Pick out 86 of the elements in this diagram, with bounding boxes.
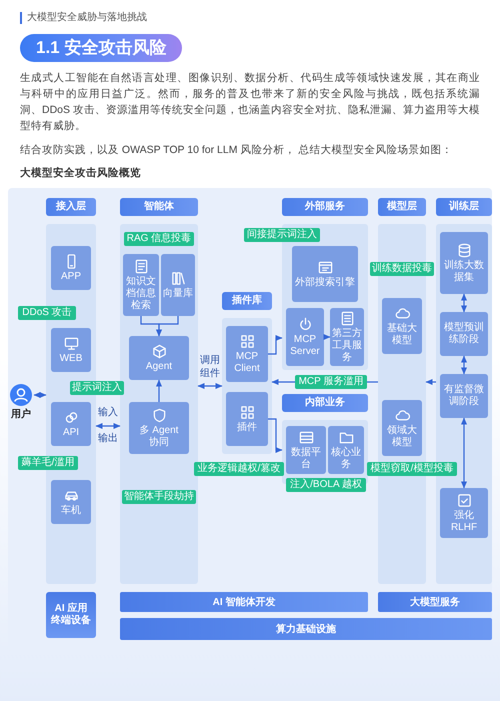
component-box — [226, 392, 268, 446]
box-label: APP — [60, 270, 81, 282]
section-title: 1.1 安全攻击风险 — [20, 34, 182, 62]
paragraph: 生成式人工智能在自然语言处理、图像识别、数据分析、代码生成等领域快速发展，其在商业与科研中的应用日益广泛。然而，服务的普及也带来了新的安全风险与挑战，既包括系统漏洞、DDoS 攻击、资源滥用等传统安全问题，也涵盖内容安全对抗、隐私泄漏、算力盗用等大模型特有威胁。 — [20, 71, 480, 134]
component-box — [328, 426, 364, 474]
box-label: 多 Agent 协同 — [138, 424, 180, 448]
component-box — [382, 298, 422, 354]
risk-tag: 薅羊毛/滥用 — [18, 456, 78, 470]
column-header: 训练层 — [436, 198, 492, 216]
component-box — [226, 326, 268, 382]
layer-bar: 大模型服务 — [378, 592, 492, 612]
component-box — [292, 246, 358, 302]
component-box — [51, 246, 91, 290]
double-arrow — [198, 383, 222, 389]
arrow — [268, 418, 282, 453]
risk-tag: 注入/BOLA 越权 — [286, 478, 366, 492]
arrow — [426, 379, 436, 385]
figure-title: 大模型安全攻击风险概览 — [20, 166, 141, 180]
box-label: 第三方工具服务 — [332, 328, 362, 364]
column-header: 接入层 — [46, 198, 96, 216]
box-label: 训练大数据集 — [443, 260, 485, 284]
box-label: Agent — [146, 360, 172, 372]
box-label: 核心业务 — [330, 446, 362, 470]
box-label: 领域大模型 — [386, 424, 418, 448]
component-box — [382, 400, 422, 456]
double-arrow — [34, 392, 46, 398]
component-box — [51, 328, 91, 372]
box-label: WEB — [60, 352, 82, 364]
risk-tag: 业务逻辑越权/篡改 — [194, 462, 284, 476]
component-box — [440, 488, 488, 538]
double-arrow — [461, 294, 467, 312]
double-arrow — [461, 418, 467, 488]
box-label: 向量库 — [163, 288, 193, 300]
box-label: MCP Client — [233, 350, 261, 374]
component-box — [440, 232, 488, 294]
component-box — [129, 402, 189, 454]
edge-label: 调用组件 — [199, 354, 221, 380]
double-arrow — [96, 423, 120, 429]
component-box — [440, 312, 488, 356]
page-header: 大模型安全威胁与落地挑战 — [20, 12, 147, 24]
arrow — [156, 316, 179, 336]
risk-tag: 模型窃取/模型投毒 — [367, 462, 457, 476]
box-label: 基础大模型 — [386, 322, 418, 346]
arrow — [156, 380, 162, 402]
arrow — [272, 379, 295, 385]
double-arrow — [461, 356, 467, 374]
risk-tag: DDoS 攻击 — [18, 306, 76, 320]
risk-tag: 智能体手段劫持 — [122, 490, 196, 504]
arrow — [324, 334, 330, 340]
column-header: 内部业务 — [282, 394, 368, 412]
box-label: 车机 — [61, 504, 81, 516]
layer-box: AI 应用终端设备 — [46, 592, 96, 638]
component-box — [330, 308, 364, 366]
component-box — [51, 480, 91, 524]
risk-tag: MCP 服务滥用 — [295, 375, 367, 389]
component-box — [286, 308, 324, 366]
component-box — [286, 426, 326, 474]
component-box — [123, 254, 159, 316]
column-header: 智能体 — [120, 198, 198, 216]
column-header: 外部服务 — [282, 198, 368, 216]
connector-line — [367, 381, 378, 383]
box-label: 插件 — [237, 422, 257, 434]
box-label: MCP Server — [289, 334, 321, 358]
risk-tag: 间接提示词注入 — [244, 228, 320, 242]
layer-bar: AI 智能体开发 — [120, 592, 368, 612]
box-label: 知识文档信息检索 — [125, 276, 157, 312]
component-box — [51, 402, 91, 446]
risk-tag: 提示词注入 — [70, 381, 124, 395]
box-label: 模型预训练阶段 — [443, 322, 485, 346]
column-header: 模型层 — [378, 198, 426, 216]
component-box — [440, 374, 488, 418]
risk-tag: RAG 信息投毒 — [124, 232, 194, 246]
arrow — [268, 335, 282, 355]
box-label: 有监督微调阶段 — [443, 384, 485, 408]
edge-label: 输入输出 — [97, 406, 119, 446]
box-label: 数据平台 — [290, 446, 322, 470]
paragraph: 结合攻防实践，以及 OWASP TOP 10 for LLM 风险分析， 总结大模型安全风险场景如图： — [20, 143, 454, 158]
component-box — [129, 336, 189, 380]
box-label: API — [62, 426, 80, 438]
box-label: 强化 RLHF — [450, 510, 478, 534]
layer-bar: 算力基础设施 — [120, 618, 492, 640]
risk-tag: 训练数据投毒 — [370, 262, 434, 276]
column-header: 插件库 — [222, 292, 272, 310]
component-box — [161, 254, 195, 316]
user-label: 用户 — [11, 409, 31, 421]
box-label: 外部搜索引擎 — [295, 276, 355, 288]
